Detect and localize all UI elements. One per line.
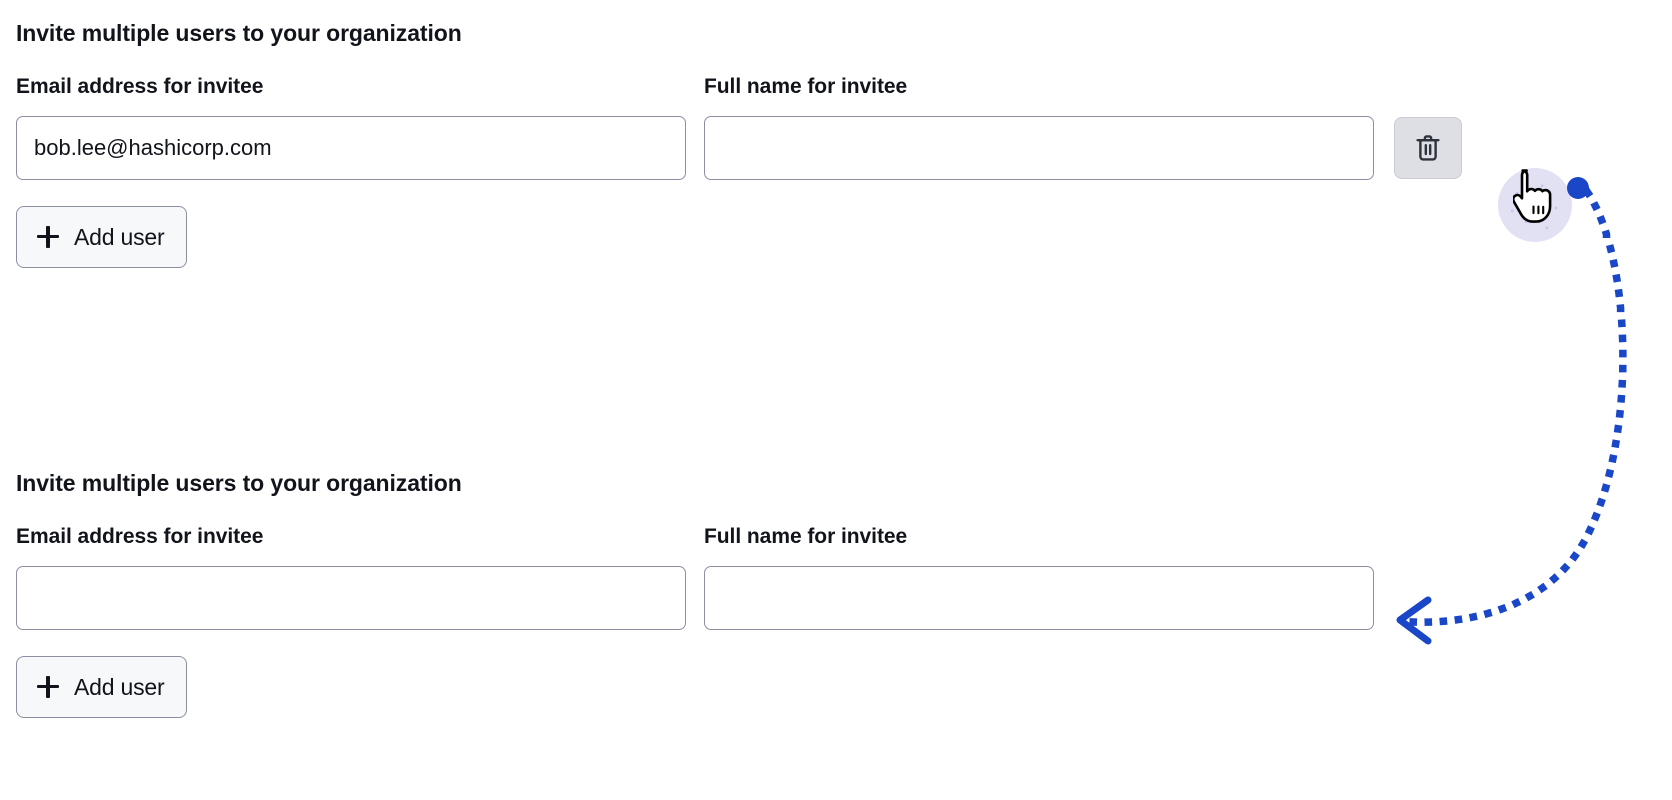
fullname-input-2[interactable] [704,566,1374,630]
email-field-group-2: Email address for invitee [16,524,686,630]
email-field-label: Email address for invitee [16,75,264,98]
fullname-field-label-2: Full name for invitee [704,525,908,548]
invitee-row-2: Email address for invitee Full name for … [16,524,1656,630]
fullname-field-label: Full name for invitee [704,75,908,98]
invite-section-2: Invite multiple users to your organizati… [16,468,1656,718]
add-user-button[interactable]: Add user [16,206,188,268]
add-user-button-label: Add user [74,223,165,250]
fullname-input[interactable] [704,116,1374,180]
delete-invitee-button[interactable] [1394,117,1462,179]
invitee-row-1: Email address for invitee Full name for … [16,74,1656,180]
fullname-field-group-1: Full name for invitee [704,74,1374,180]
fullname-field-group-2: Full name for invitee [704,524,1374,630]
plus-icon-2 [37,676,59,698]
add-user-button-2[interactable]: Add user [16,656,188,718]
page-title-2: Invite multiple users to your organizati… [16,470,462,496]
invite-section-1: Invite multiple users to your organizati… [16,18,1656,268]
email-input-2[interactable] [16,566,686,630]
trash-icon [1414,133,1442,163]
email-field-label-2: Email address for invitee [16,525,264,548]
plus-icon [37,226,59,248]
add-user-button-label-2: Add user [74,673,165,700]
email-input[interactable] [16,116,686,180]
page-title: Invite multiple users to your organizati… [16,20,462,46]
email-field-group-1: Email address for invitee [16,74,686,180]
